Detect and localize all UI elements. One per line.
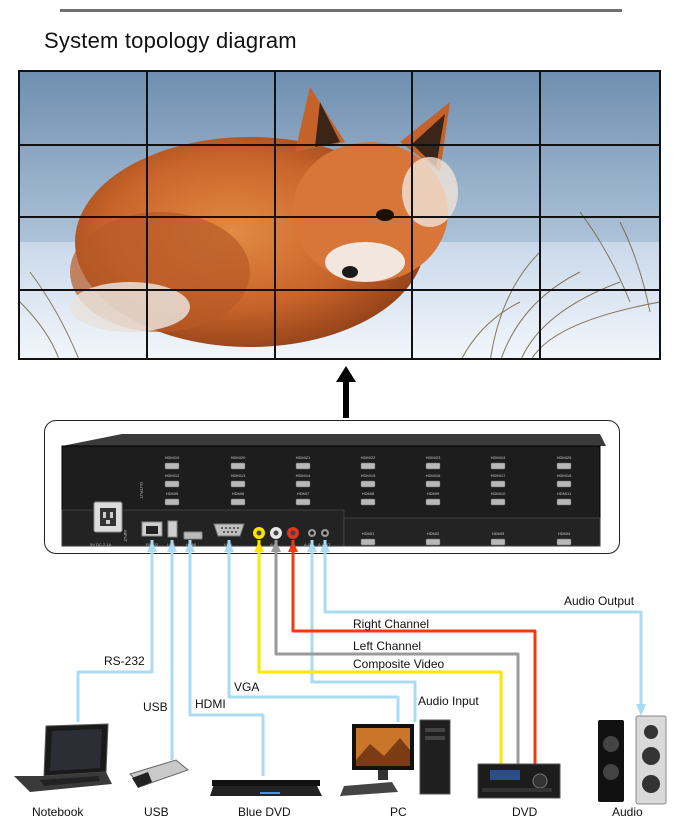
speakers-icon — [598, 715, 667, 805]
usb-stick-icon — [129, 759, 189, 788]
device-label-dvd: DVD — [512, 805, 538, 819]
label-hdmi: HDMI — [195, 697, 226, 711]
cable-hdmi — [188, 540, 265, 776]
label-vga: VGA — [234, 680, 260, 694]
video-wall — [18, 70, 661, 360]
dvd-receiver-icon — [477, 763, 561, 799]
top-divider — [60, 9, 622, 12]
diagram-title: System topology diagram — [44, 28, 297, 53]
cable-audio-input — [310, 540, 417, 722]
cable-vga — [227, 540, 400, 722]
device-label-blue-dvd: Blue DVD — [238, 805, 291, 819]
device-label-notebook: Notebook — [32, 805, 84, 819]
label-rs232: RS-232 — [104, 654, 145, 668]
label-audio-input: Audio Input — [418, 694, 479, 708]
device-label-usb: USB — [144, 805, 169, 819]
device-label-pc: PC — [390, 805, 407, 819]
device-label-audio: Audio — [612, 805, 643, 819]
blue-dvd-player-icon — [210, 780, 322, 796]
label-right-channel: Right Channel — [353, 617, 430, 631]
cable-rs232 — [76, 540, 154, 722]
label-audio-output: Audio Output — [564, 594, 635, 608]
device-frame — [44, 420, 620, 554]
notebook-icon — [14, 723, 112, 792]
fox-image — [20, 72, 659, 358]
signal-up-arrow — [336, 366, 356, 418]
label-usb-cable: USB — [143, 700, 168, 714]
label-composite-video: Composite Video — [353, 657, 445, 671]
pc-icon — [340, 719, 451, 796]
label-left-channel: Left Channel — [353, 639, 422, 653]
